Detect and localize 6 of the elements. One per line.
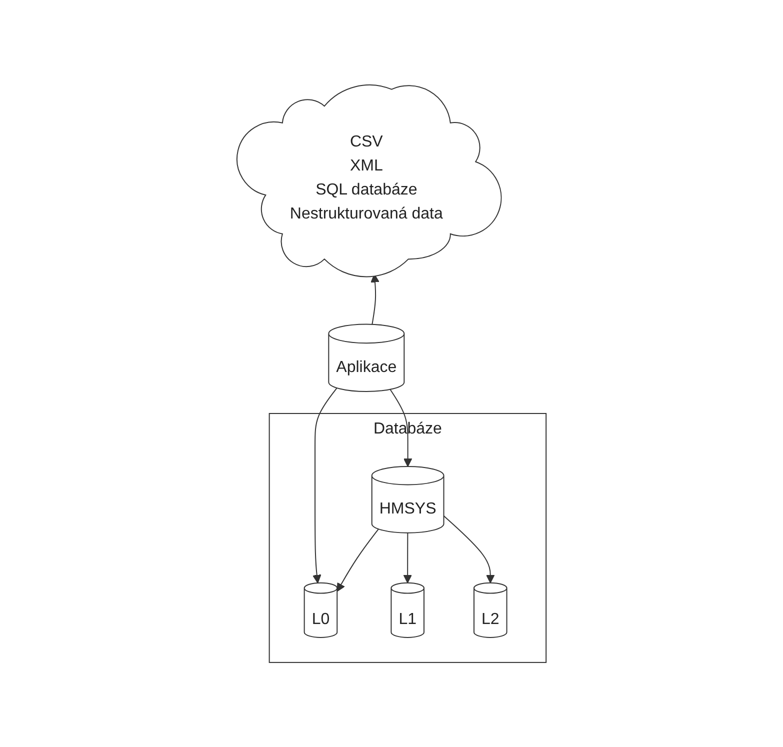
arrow xyxy=(403,532,412,584)
arrow xyxy=(312,387,338,584)
arrow xyxy=(390,388,412,467)
arrow xyxy=(370,274,380,325)
arrow xyxy=(443,515,495,584)
arrow xyxy=(336,528,379,592)
